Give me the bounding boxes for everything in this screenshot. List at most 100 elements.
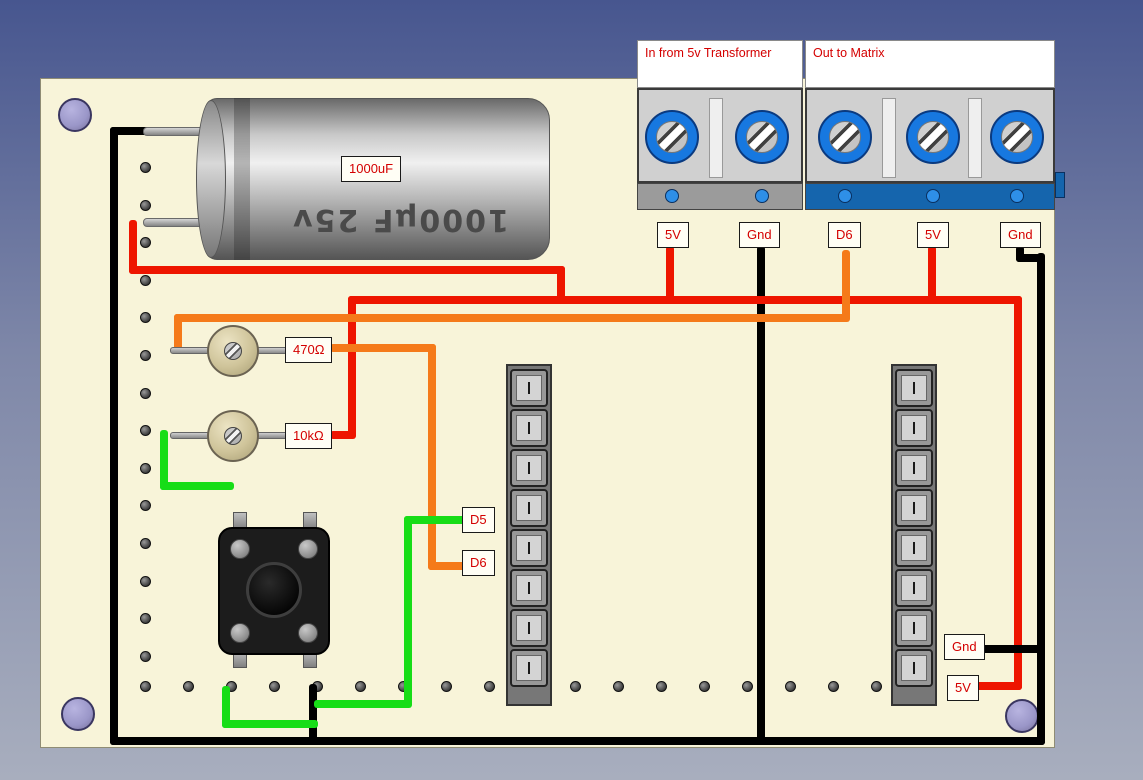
header-pin (510, 569, 548, 607)
terminal-in-5v-tag: 5V (657, 222, 689, 248)
wire-red-in5v-drop (666, 246, 674, 304)
terminal-in-gnd-tag: Gnd (739, 222, 780, 248)
button-corner-pin (298, 539, 318, 559)
terminal-divider (968, 98, 982, 178)
screw-slot (917, 121, 949, 153)
solder-hole (269, 681, 280, 692)
solder-hole (355, 681, 366, 692)
wire-green-pot-v (160, 430, 168, 490)
resistor1-lead-left (170, 347, 210, 354)
resistor-10k-trimpot (207, 410, 259, 462)
header-pin-slot (913, 422, 915, 434)
screw-slot (746, 121, 778, 153)
mounting-hole (58, 98, 92, 132)
header-pin-slot (913, 462, 915, 474)
header-pin (895, 409, 933, 447)
wire-black-center-gnd (757, 246, 765, 745)
solder-hole (656, 681, 667, 692)
terminal-pin-dot (665, 189, 679, 203)
header-pin-frame (901, 615, 927, 641)
header-pin-slot (528, 422, 530, 434)
solder-hole (183, 681, 194, 692)
header-pin (895, 529, 933, 567)
wire-black-cap-stub (110, 127, 158, 135)
header-pin-slot (528, 542, 530, 554)
header-pin-slot (528, 382, 530, 394)
terminal-pin-dot (1010, 189, 1024, 203)
solder-hole (140, 500, 151, 511)
solder-hole (140, 538, 151, 549)
solder-hole (140, 237, 151, 248)
solder-hole (441, 681, 452, 692)
header-pin (510, 369, 548, 407)
capacitor-print: 1000µF 25v (291, 202, 509, 237)
header-pin-frame (516, 495, 542, 521)
wire-red-bus-upper (129, 266, 565, 274)
header-pin-frame (516, 375, 542, 401)
terminal-pin-dot (838, 189, 852, 203)
solder-hole (140, 275, 151, 286)
wire-red-bus-main (348, 296, 1022, 304)
resistor-470-tag: 470Ω (285, 337, 333, 363)
header-pin-frame (516, 615, 542, 641)
button-corner-pin (230, 539, 250, 559)
input-terminal-caption: In from 5v Transformer (637, 40, 803, 88)
solder-hole (140, 162, 151, 173)
header-pin-slot (913, 582, 915, 594)
wire-black-right-bus (1037, 253, 1045, 745)
wire-black-left-bus (110, 127, 118, 745)
terminal-out-d6-tag: D6 (828, 222, 861, 248)
header-pin-slot (913, 382, 915, 394)
header-pin-frame (516, 455, 542, 481)
button-plunger (246, 562, 302, 618)
wire-black-bottom-bus (110, 737, 1045, 745)
signal-d6-tag: D6 (462, 550, 495, 576)
wire-green-long-drop (404, 516, 412, 708)
header-pin-slot (913, 622, 915, 634)
solder-hole (140, 651, 151, 662)
bottom-gnd-tag: Gnd (944, 634, 985, 660)
header-pin (895, 569, 933, 607)
header-pin (895, 369, 933, 407)
pin-header-right (891, 364, 937, 706)
wire-orange-470-right (330, 344, 436, 352)
header-pin (895, 609, 933, 647)
wire-green-pot-h (160, 482, 234, 490)
wire-red-10k-link (330, 431, 356, 439)
header-pin-frame (901, 495, 927, 521)
terminal-block-output (805, 88, 1055, 210)
header-pin-frame (516, 415, 542, 441)
solder-hole (140, 463, 151, 474)
solder-hole (140, 613, 151, 624)
screw-slot (829, 121, 861, 153)
terminal-screw (645, 110, 699, 164)
solder-hole (140, 681, 151, 692)
terminal-pin-dot (755, 189, 769, 203)
trimpot-screw (224, 427, 242, 445)
resistor-470-trimpot (207, 325, 259, 377)
wire-orange-d6-terminal (842, 250, 850, 320)
button-corner-pin (298, 623, 318, 643)
header-pin-slot (528, 662, 530, 674)
header-pin (510, 609, 548, 647)
solder-hole (140, 388, 151, 399)
header-pin-frame (516, 655, 542, 681)
terminal-out-gnd-tag: Gnd (1000, 222, 1041, 248)
wire-red-bottom-5v (974, 682, 1022, 690)
terminal-strip (637, 183, 803, 210)
wire-red-10k-drop (348, 296, 356, 438)
pin-header-left (506, 364, 552, 706)
terminal-screw (818, 110, 872, 164)
solder-hole (484, 681, 495, 692)
header-pin-frame (901, 375, 927, 401)
wire-green-bottom-right (314, 700, 410, 708)
header-pin (510, 409, 548, 447)
header-pin-slot (913, 542, 915, 554)
terminal-block-input (637, 88, 803, 210)
wire-green-d5-link (404, 516, 466, 524)
button-corner-pin (230, 623, 250, 643)
output-terminal-caption: Out to Matrix (805, 40, 1055, 88)
resistor2-lead-left (170, 432, 210, 439)
header-pin-frame (901, 535, 927, 561)
